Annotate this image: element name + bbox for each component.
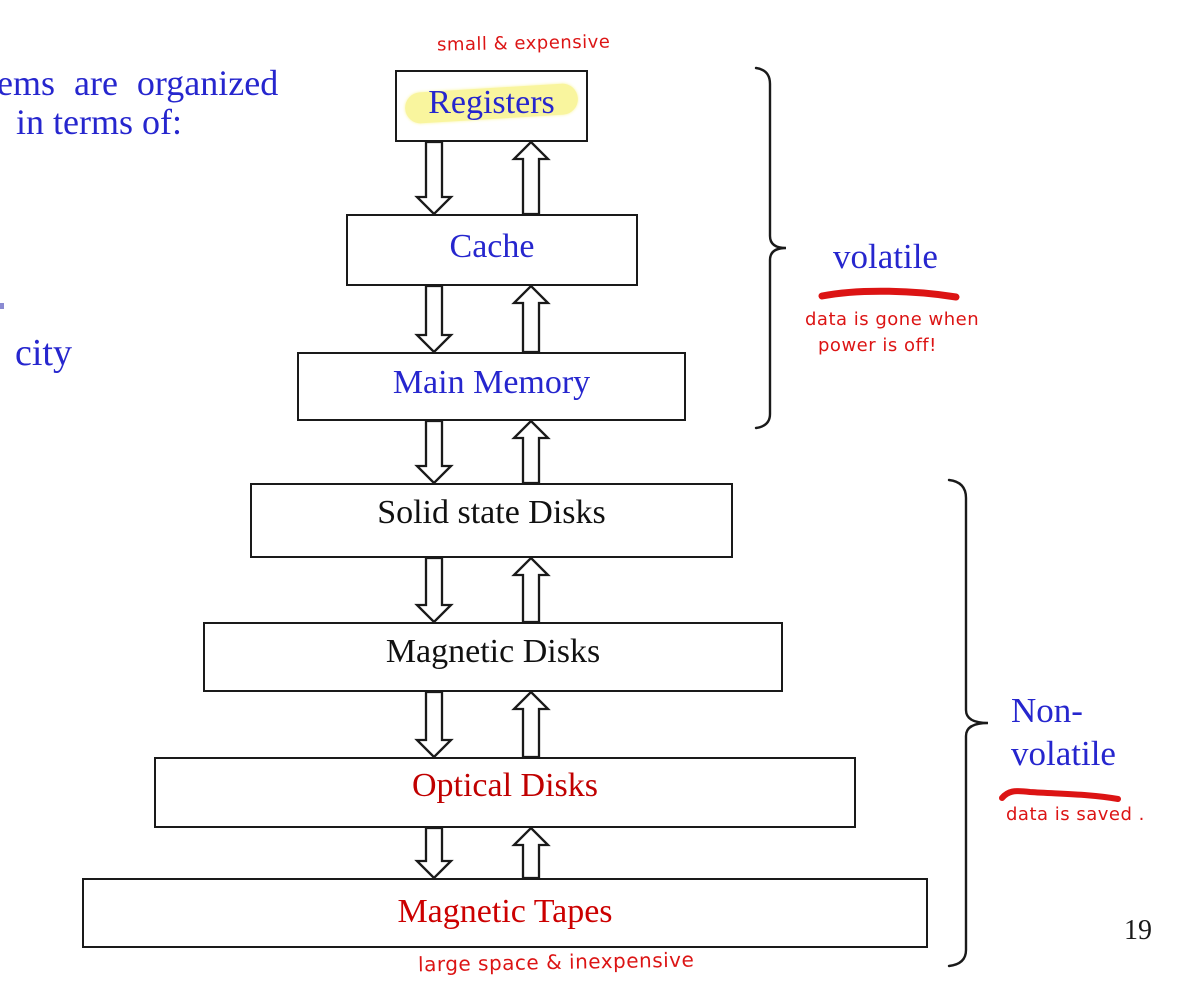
volatile-underline: [818, 287, 960, 301]
annotation-data-gone-line1: data is gone when: [805, 309, 980, 330]
up-arrow-icon: [511, 421, 551, 483]
volatile-label: volatile: [833, 237, 938, 276]
page-number: 19: [1124, 915, 1152, 946]
hierarchy-box-label: Magnetic Tapes: [397, 893, 613, 930]
down-arrow-icon: [414, 558, 454, 622]
up-arrow-icon: [511, 692, 551, 757]
hierarchy-box-cache: Cache: [346, 214, 638, 286]
hierarchy-box-label: Registers: [428, 84, 555, 121]
hierarchy-box-label: Main Memory: [392, 363, 591, 401]
down-arrow-icon: [414, 828, 454, 878]
nonvolatile-label-line1: Non-: [1011, 691, 1083, 730]
annotation-small-expensive: small & expensive: [436, 31, 611, 56]
hierarchy-box-magnetic-disks: Magnetic Disks: [203, 622, 783, 692]
annotation-data-saved: data is saved .: [1006, 804, 1145, 825]
hierarchy-box-label: Optical Disks: [411, 767, 599, 804]
nonvolatile-brace: [947, 478, 989, 968]
slide-text-fragment-capacity: city: [15, 332, 72, 374]
slide-text-fragment-line1: ems are organized: [0, 63, 279, 103]
up-arrow-icon: [511, 142, 551, 214]
down-arrow-icon: [414, 286, 454, 352]
slide-text-fragment-line2: in terms of:: [16, 102, 182, 142]
hierarchy-box-optical-disks: Optical Disks: [154, 757, 856, 828]
arrow-pair-ssd-magdisks: [360, 558, 580, 622]
bullet-fragment: [0, 303, 4, 309]
down-arrow-icon: [414, 421, 454, 483]
hierarchy-box-solid-state-disks: Solid state Disks: [250, 483, 733, 558]
hierarchy-box-label: Solid state Disks: [377, 493, 606, 531]
annotation-data-gone-line2: power is off!: [818, 335, 937, 356]
hierarchy-box-label: Cache: [449, 228, 535, 265]
down-arrow-icon: [414, 142, 454, 214]
arrow-pair-optical-tapes: [360, 828, 580, 878]
volatile-brace: [754, 66, 787, 430]
up-arrow-icon: [511, 286, 551, 352]
arrow-pair-registers-cache: [360, 142, 580, 214]
arrow-pair-main-ssd: [360, 421, 580, 483]
nonvolatile-underline: [999, 788, 1121, 802]
arrow-pair-magdisks-optical: [360, 692, 580, 757]
hierarchy-box-registers: Registers: [395, 70, 588, 142]
up-arrow-icon: [511, 828, 551, 878]
hierarchy-box-magnetic-tapes: Magnetic Tapes: [82, 878, 928, 948]
up-arrow-icon: [511, 558, 551, 622]
nonvolatile-label-line2: volatile: [1011, 734, 1116, 773]
arrow-pair-cache-main: [360, 286, 580, 352]
annotation-large-space: large space & inexpensive: [417, 947, 695, 977]
hierarchy-box-label: Magnetic Disks: [385, 632, 601, 670]
hierarchy-box-main-memory: Main Memory: [297, 352, 686, 421]
down-arrow-icon: [414, 692, 454, 757]
